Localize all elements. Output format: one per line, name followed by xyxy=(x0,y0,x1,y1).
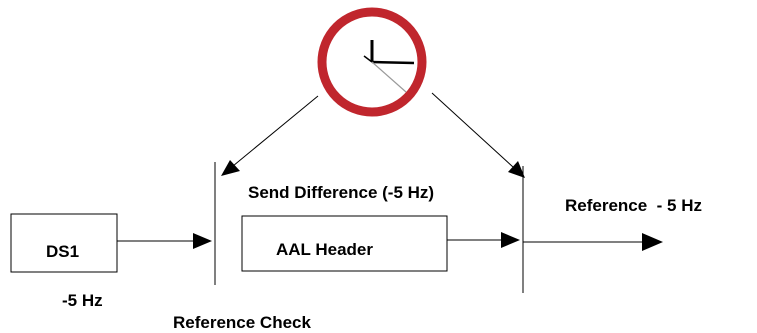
clock-icon xyxy=(317,7,427,117)
arrow-ds1-to-check xyxy=(117,233,212,249)
ds1-box-label: DS1 xyxy=(46,242,79,261)
reference-out-label: Reference - 5 Hz xyxy=(565,196,702,215)
clock-second-hand xyxy=(371,61,407,93)
aal-header-label: AAL Header xyxy=(276,240,373,259)
clock-tail xyxy=(363,55,373,63)
clock-arrow-left xyxy=(221,95,319,176)
send-difference-label: Send Difference (-5 Hz) xyxy=(248,183,434,202)
clock-minute-hand xyxy=(371,60,415,65)
aal-header-box: AAL Header xyxy=(241,215,448,272)
clock-arrow-right xyxy=(431,92,525,178)
reference-check-label: Reference Check xyxy=(173,313,312,332)
ds1-box: DS1 xyxy=(10,213,118,273)
arrow-aal-to-divider xyxy=(447,232,520,248)
arrow-reference-out xyxy=(523,233,663,251)
ds1-offset-label: -5 Hz xyxy=(62,291,103,310)
